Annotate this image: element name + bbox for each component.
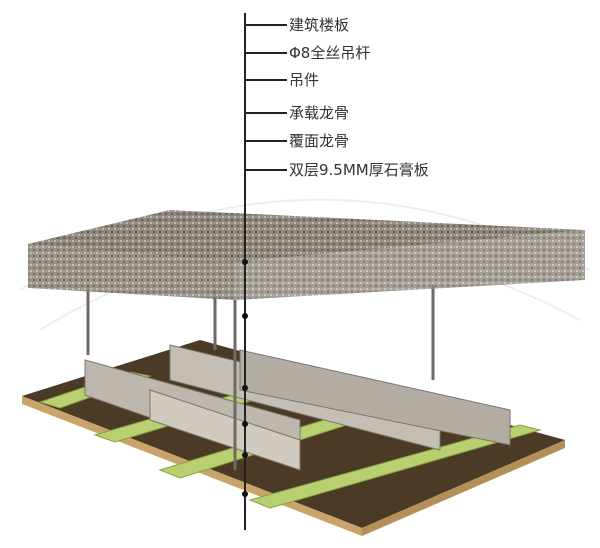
label-building-slab: 建筑楼板: [289, 16, 350, 34]
building-slab: [28, 210, 585, 300]
label-cover-keel: 覆面龙骨: [289, 132, 350, 150]
label-gypsum-board: 双层9.5MM厚石膏板: [289, 161, 429, 179]
bearing-keels: [84, 344, 511, 471]
label-bearing-keel: 承载龙骨: [289, 104, 350, 122]
leader-lines: [244, 13, 287, 530]
leader-dots: [242, 259, 248, 497]
hanger-rods: [86, 285, 435, 470]
label-hanger-rod: Φ8全丝吊杆: [289, 44, 371, 62]
label-hanger: 吊件: [289, 71, 320, 89]
